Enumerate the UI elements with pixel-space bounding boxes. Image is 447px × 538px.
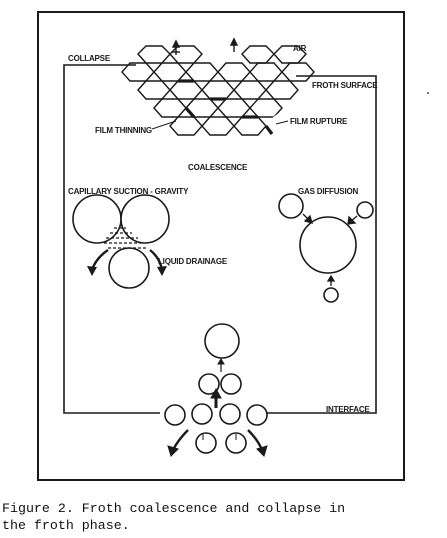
bubble-small-left — [278, 193, 304, 219]
drainage-arrowhead-left — [87, 266, 97, 276]
label-gas-diffusion: GAS DIFFUSION — [298, 187, 358, 196]
bubble-top — [204, 323, 240, 359]
pointer-film-rupture — [275, 120, 289, 125]
bubble-row-2 — [191, 403, 213, 425]
drainage-arrowhead-right — [157, 266, 167, 276]
label-capillary-suction: CAPILLARY SUCTION - GRAVITY — [68, 187, 189, 196]
plateau-border-dashes — [104, 227, 146, 249]
bubble-row-3 — [219, 403, 241, 425]
bubble-tiny — [323, 287, 339, 303]
label-film-rupture: FILM RUPTURE — [290, 117, 348, 126]
label-film-thinning: FILM THINNING — [95, 126, 152, 135]
bubble-lower — [108, 247, 150, 289]
label-interface: INTERFACE — [326, 405, 370, 414]
diffusion-arrows — [302, 213, 358, 286]
film-rupture-gap — [271, 112, 281, 122]
label-froth-surface: FROTH SURFACE — [312, 81, 378, 90]
bubble-left — [72, 194, 122, 244]
bubble-small-right — [356, 201, 374, 219]
froth-boundary-right — [262, 75, 377, 414]
caption-line-2: the froth phase. — [2, 518, 130, 533]
bubble-low-left — [195, 432, 217, 454]
bubble-right — [120, 194, 170, 244]
label-coalescence: COALESCENCE — [188, 163, 248, 172]
bubble-large — [299, 216, 357, 274]
bubble-mid-right — [220, 373, 242, 395]
collapse-arrows — [171, 37, 239, 55]
rising-bubbles — [164, 323, 268, 454]
froth-boundary-left — [63, 64, 160, 414]
bubble-row-4 — [246, 404, 268, 426]
speck — [427, 92, 429, 94]
bubble-mid-left — [198, 373, 220, 395]
thick-films — [178, 79, 274, 135]
pointer-film-thinning — [151, 120, 177, 130]
label-collapse: COLLAPSE — [68, 54, 111, 63]
figure-caption: Figure 2. Froth coalescence and collapse… — [2, 500, 447, 534]
label-liquid-drainage: LIQUID DRAINAGE — [158, 257, 228, 266]
caption-line-1: Figure 2. Froth coalescence and collapse… — [2, 501, 346, 516]
capillary-bubbles — [72, 194, 170, 289]
figure-border — [37, 11, 405, 481]
bubble-low-right — [225, 432, 247, 454]
interface-arrows — [167, 358, 268, 457]
bubble-row-1 — [164, 404, 186, 426]
diffusion-bubbles — [278, 193, 374, 303]
label-air: AIR — [293, 44, 307, 53]
